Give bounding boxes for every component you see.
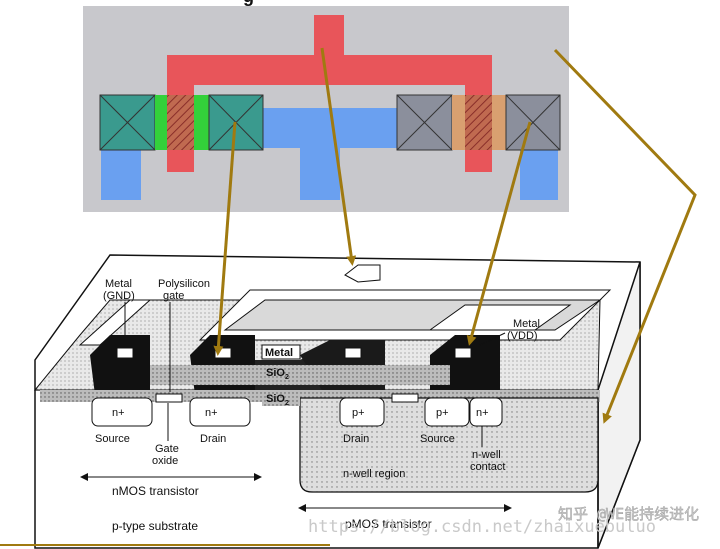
label-n-well-contact-2: contact	[470, 461, 505, 473]
sio2-tag-lower-box	[262, 390, 300, 406]
label-metal: Metal	[265, 347, 293, 359]
correspondence-arrows	[213, 47, 697, 424]
label-nmos-transistor: nMOS transistor	[112, 484, 199, 498]
label-n-plus-source: n+	[112, 407, 125, 419]
label-n-plus-drain: n+	[205, 407, 218, 419]
label-n-plus-contact: n+	[476, 407, 489, 419]
pmos-gate-oxide	[391, 393, 419, 403]
cross-section: Metal (GND) Polysilicon gate Metal (VDD)…	[33, 254, 641, 549]
arrow-pmos-source	[466, 121, 532, 346]
arrow-nmos-drain	[213, 121, 237, 356]
poly-pmos-gate-overlap	[465, 95, 492, 150]
label-p-type-substrate: p-type substrate	[112, 519, 198, 533]
label-polysilicon-1: Polysilicon	[158, 278, 210, 290]
layout-view: g	[83, 0, 569, 212]
p-plus-drain-region	[339, 397, 385, 427]
label-p-plus-drain: p+	[352, 407, 365, 419]
nmos-gate-oxide	[155, 393, 183, 403]
label-source-right: Source	[420, 433, 455, 445]
contact-gnd	[90, 335, 150, 395]
sio2-tag-upper-box	[262, 365, 300, 379]
label-drain-left: Drain	[200, 433, 226, 445]
p-plus-source-region	[424, 397, 470, 427]
n-plus-drain-region	[189, 397, 251, 427]
label-n-well-contact-1: n-well	[472, 449, 501, 461]
label-metal-vdd-1: Metal	[513, 318, 540, 330]
label-drain-right: Drain	[343, 433, 369, 445]
zhihu-watermark: 知乎 @WE能持续进化	[558, 505, 699, 523]
metal-tag-box	[261, 344, 301, 360]
csdn-watermark: https://blog.csdn.net/zhaixuebuluo	[308, 517, 656, 537]
n-plus-contact-region	[469, 397, 503, 427]
poly-input-stem	[314, 15, 344, 60]
arrow-layout-to-block	[553, 48, 697, 424]
label-metal-gnd-2: (GND)	[103, 290, 135, 302]
poly-top-bar	[167, 55, 492, 85]
label-gate-oxide-1: Gate	[155, 443, 179, 455]
label-pmos-transistor: pMOS transistor	[345, 517, 432, 531]
poly-layer	[167, 15, 492, 172]
input-contact-tab	[344, 264, 381, 283]
label-sio2-lower: SiO2	[266, 393, 289, 407]
arrow-input	[320, 47, 357, 266]
label-p-plus-source: p+	[436, 407, 449, 419]
diffusion-regions	[91, 397, 503, 427]
label-metal-gnd-1: Metal	[105, 278, 132, 290]
n-plus-source-region	[91, 397, 153, 427]
metal-gnd-strip	[78, 299, 152, 346]
poly-nmos-gate-overlap	[167, 95, 194, 150]
label-gate-oxide-2: oxide	[152, 455, 178, 467]
label-source-left: Source	[95, 433, 130, 445]
metal-output-stub	[300, 140, 340, 200]
layout-title-fragment: g	[243, 0, 254, 6]
label-n-well-region: n-well region	[343, 468, 405, 480]
label-polysilicon-2: gate	[163, 290, 184, 302]
metal-vdd-strip	[428, 304, 572, 331]
label-sio2-upper: SiO2	[266, 367, 289, 381]
label-metal-vdd-2: (VDD)	[507, 330, 538, 342]
